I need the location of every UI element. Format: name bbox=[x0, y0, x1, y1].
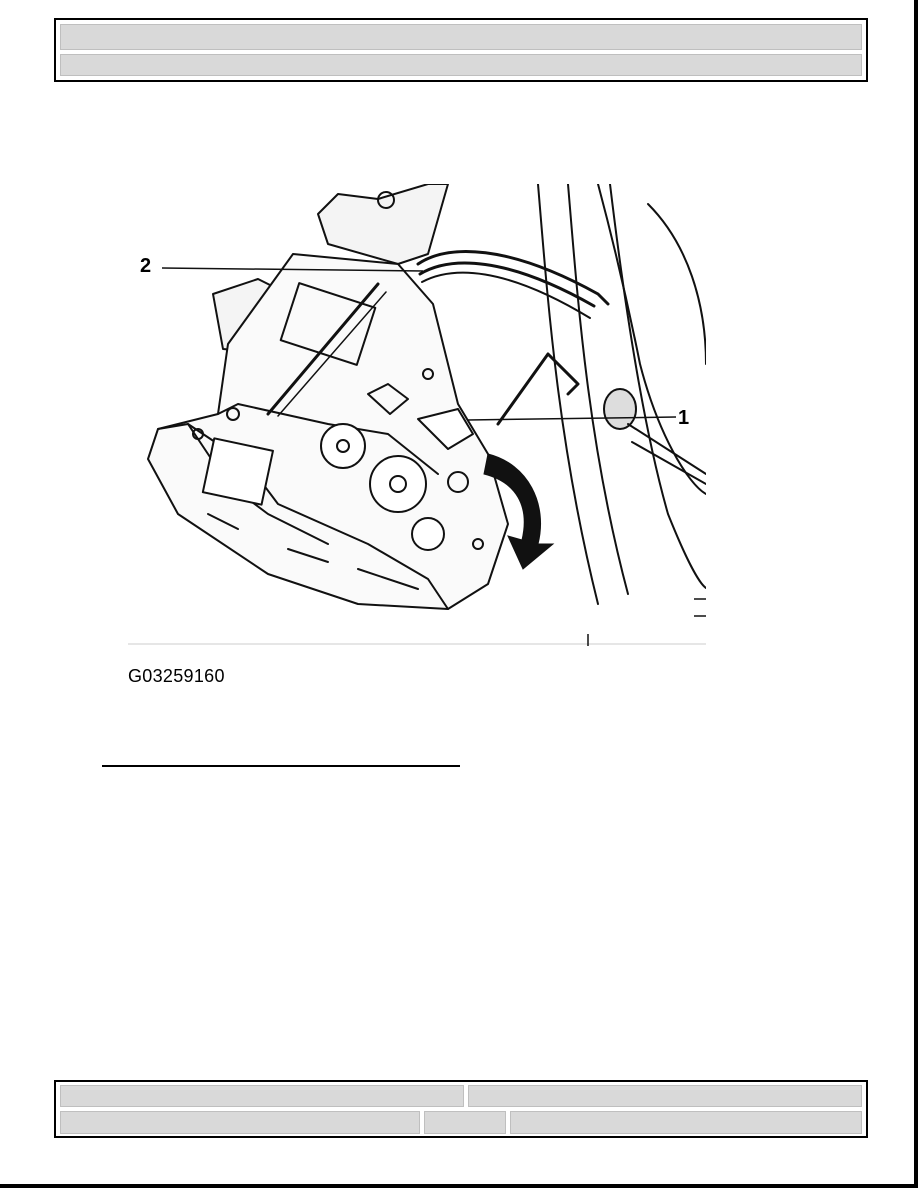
footer-table bbox=[54, 1080, 868, 1138]
footer-cell-bottom-right bbox=[510, 1111, 862, 1134]
figure-code: G03259160 bbox=[128, 666, 225, 686]
footer-cell-bottom-left bbox=[60, 1111, 420, 1134]
door-lock-drawing bbox=[128, 184, 706, 646]
divider-line bbox=[102, 765, 460, 767]
callout-2: 2 bbox=[140, 255, 152, 277]
footer-cell-top-left bbox=[60, 1085, 464, 1107]
header-subtitle-row bbox=[60, 54, 862, 76]
footer-cell-bottom-middle bbox=[424, 1111, 506, 1134]
header-table bbox=[54, 18, 868, 82]
footer-cell-top-right bbox=[468, 1085, 862, 1107]
door-lock-illustration: 2 1 bbox=[128, 184, 706, 646]
header-title-row bbox=[60, 24, 862, 50]
callout-1: 1 bbox=[678, 407, 690, 429]
